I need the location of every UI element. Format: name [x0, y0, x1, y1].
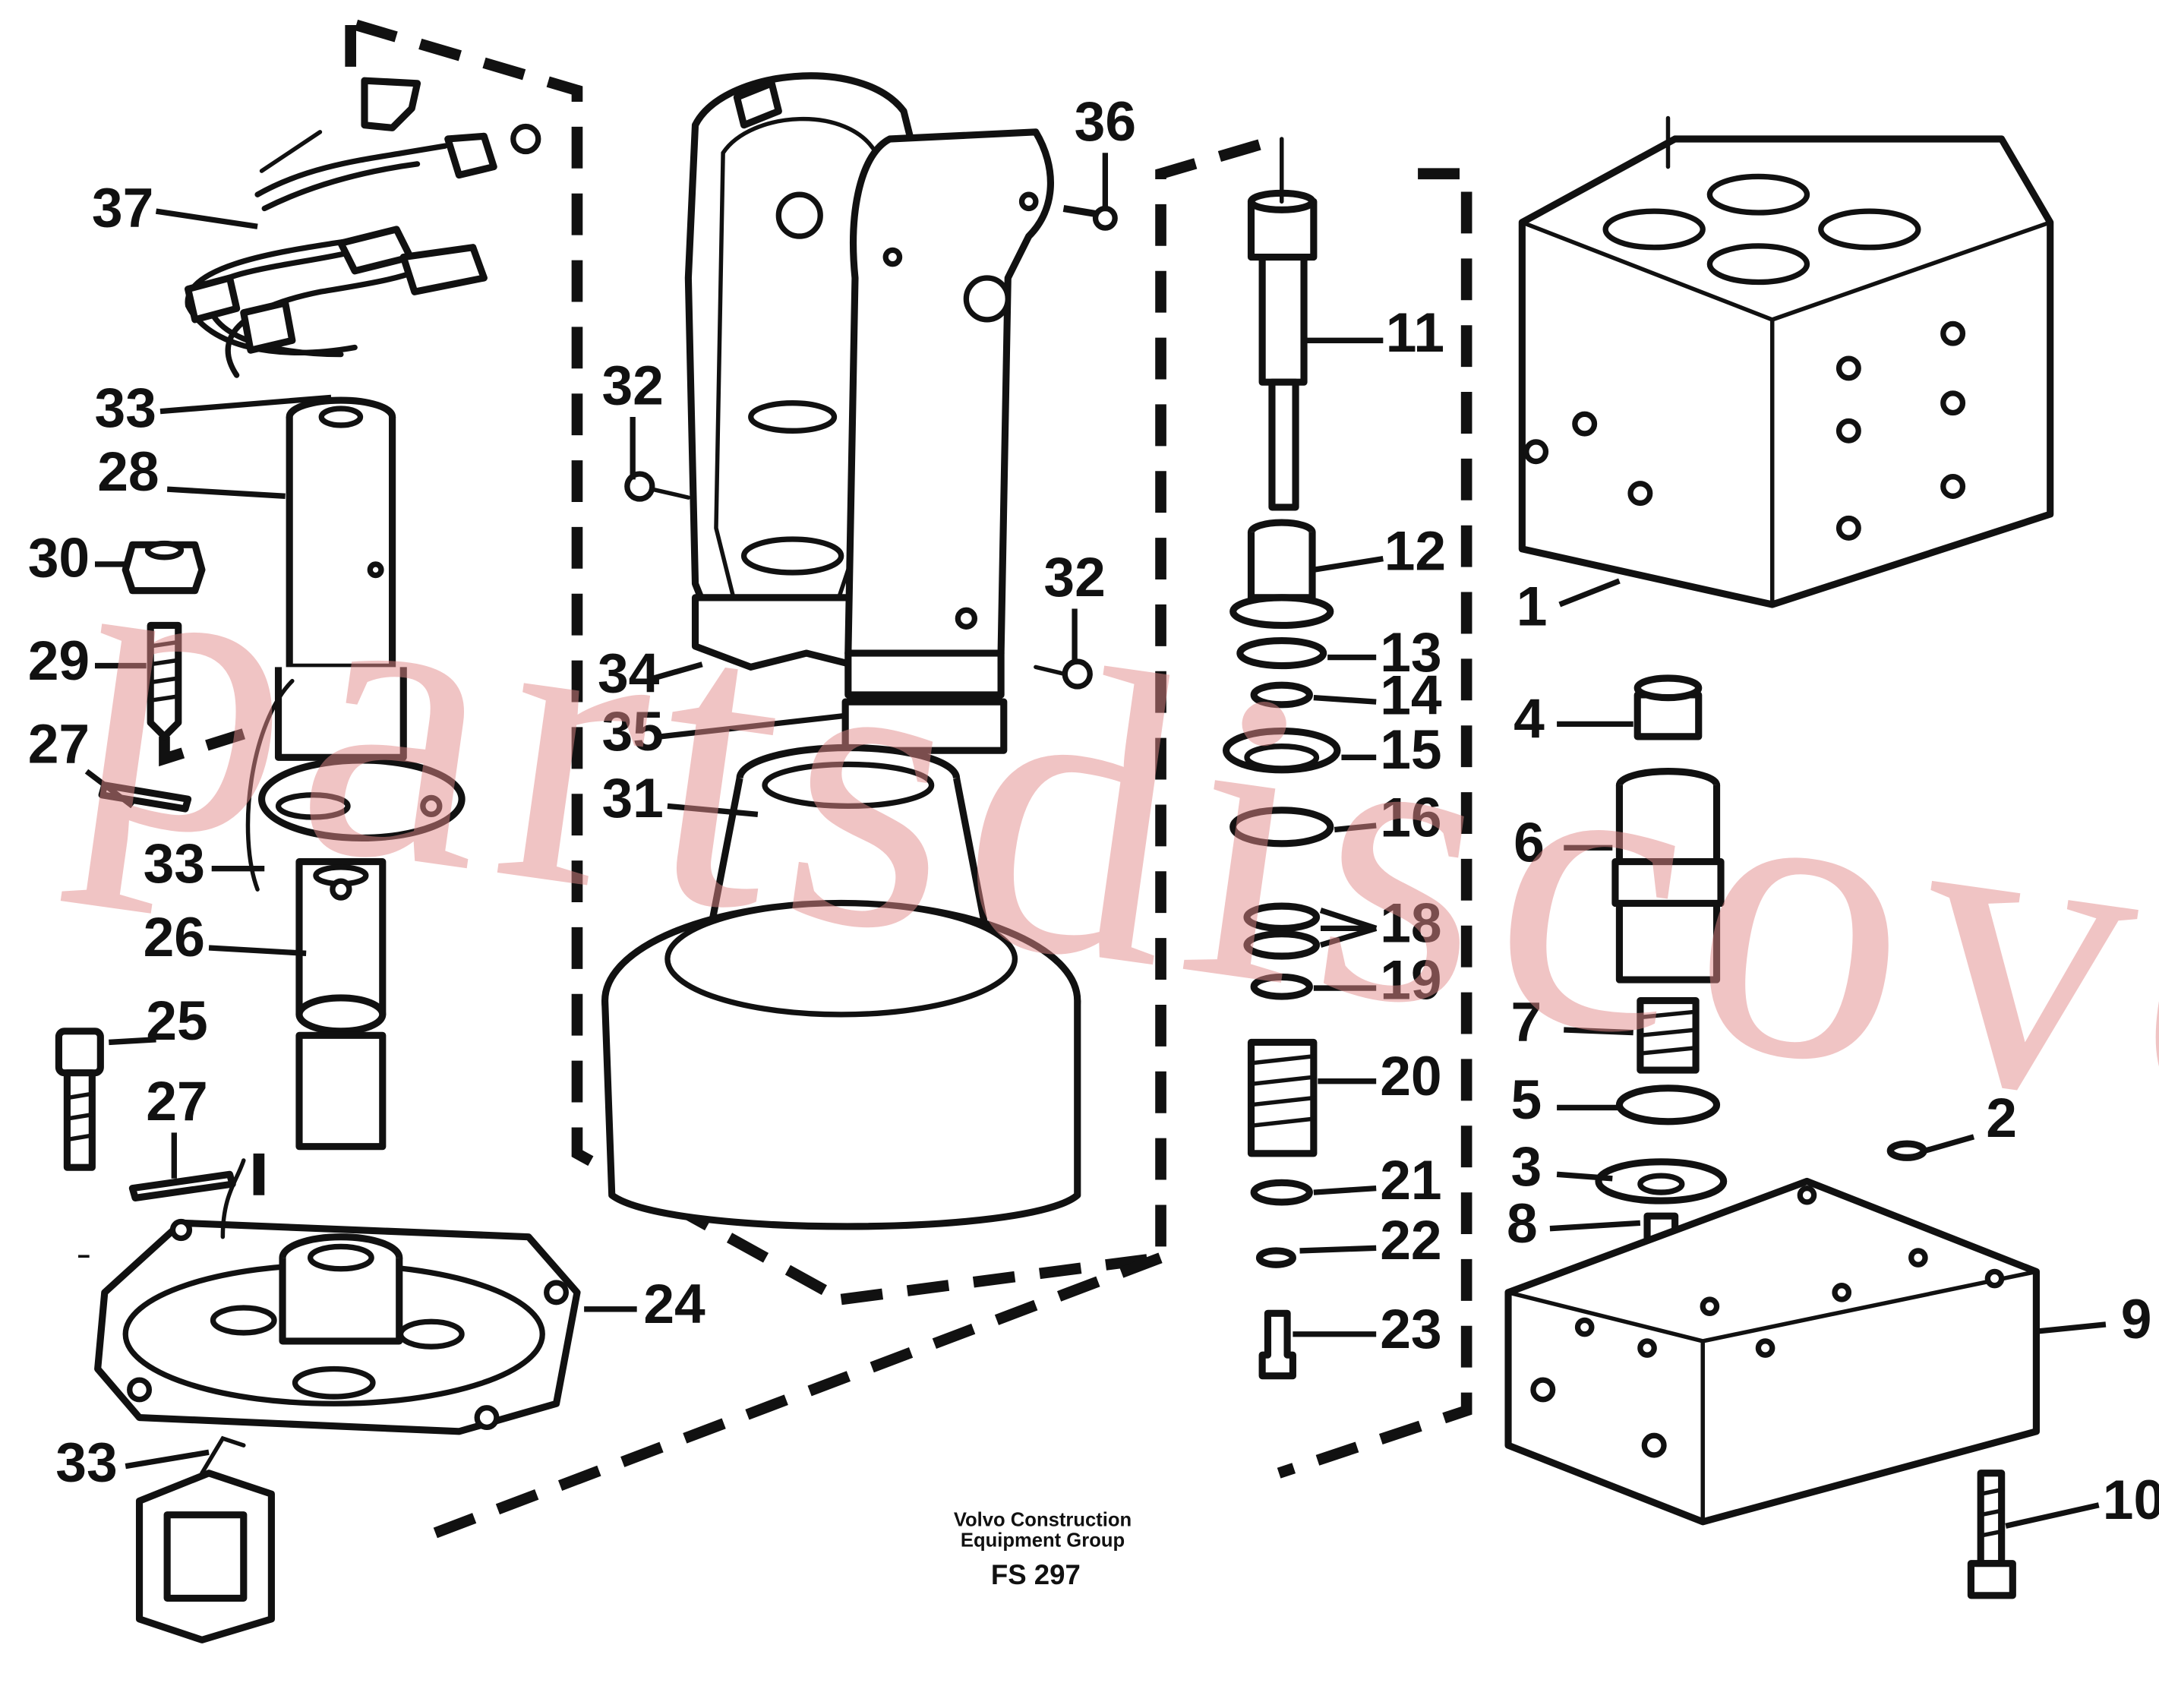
callout-layer: 3733283029273326252724333234353136321112…: [28, 90, 2159, 1531]
callout-label-20: 20: [1380, 1045, 1441, 1107]
callout-label-24: 24: [643, 1273, 705, 1335]
footer-company-line2: Equipment Group: [961, 1530, 1125, 1552]
callout-label-27: 27: [146, 1070, 207, 1132]
dashed-outlines: [78, 19, 1472, 1539]
callout-leader-16: [1334, 822, 1377, 833]
grip-35: [841, 128, 1054, 754]
callout-leader-18-branch-0: [1319, 908, 1378, 931]
callout-label-8: 8: [1507, 1192, 1538, 1255]
callout-label-3: 3: [1510, 1135, 1542, 1198]
screw-32a: [624, 471, 691, 502]
callout-label-31: 31: [601, 767, 663, 829]
callout-leader-8: [1549, 1220, 1641, 1232]
bolt-10: [1967, 1470, 2016, 1599]
callout-label-18: 18: [1380, 892, 1441, 955]
callout-leader-1: [1558, 578, 1621, 608]
callout-leader-10: [2005, 1502, 2100, 1529]
callout-label-2: 2: [1986, 1087, 2017, 1149]
stud-29: [147, 621, 182, 740]
figure-code: FS 297: [991, 1559, 1081, 1590]
plunger-stack: [1222, 137, 1341, 1380]
callout-label-10: 10: [2103, 1469, 2159, 1531]
callout-label-25: 25: [146, 990, 207, 1052]
callout-label-22: 22: [1380, 1209, 1441, 1271]
screw-36: [1062, 204, 1118, 231]
callout-leader-14: [1313, 694, 1377, 705]
callout-label-4: 4: [1514, 688, 1545, 750]
callout-label-35: 35: [601, 700, 663, 762]
wiring-harness: [185, 77, 541, 378]
callout-label-33: 33: [95, 377, 156, 439]
callout-label-9: 9: [2121, 1288, 2152, 1350]
pin-27b: [128, 1170, 236, 1201]
footer-company-line1: Volvo Construction: [954, 1509, 1132, 1530]
callout-leader-22: [1299, 1245, 1377, 1254]
screw-32b: [1034, 658, 1093, 690]
pin-27: [98, 781, 192, 813]
callout-label-15: 15: [1380, 718, 1441, 781]
callout-leader-21: [1313, 1185, 1377, 1195]
callout-label-19: 19: [1380, 949, 1441, 1012]
callout-leader-33: [125, 1449, 210, 1470]
callout-label-33: 33: [144, 832, 205, 895]
callout-label-1: 1: [1517, 575, 1548, 637]
callout-leader-33: [159, 394, 332, 415]
callout-label-33: 33: [55, 1432, 117, 1494]
callout-label-27: 27: [28, 713, 90, 775]
callout-label-23: 23: [1380, 1298, 1441, 1360]
tube-28: [245, 396, 466, 892]
boot-31: [601, 744, 1081, 1230]
callout-leader-31: [667, 803, 759, 817]
callout-label-26: 26: [144, 906, 205, 968]
callout-label-32: 32: [1043, 546, 1105, 608]
callout-label-6: 6: [1514, 812, 1545, 874]
valve-block-1: [1518, 135, 2054, 608]
callout-label-5: 5: [1510, 1069, 1542, 1131]
callout-leader-12: [1313, 556, 1384, 573]
connector-33: [135, 1435, 275, 1643]
callout-label-29: 29: [28, 630, 90, 692]
base-plate-24: [94, 1158, 581, 1435]
universal-joint-26: [295, 857, 387, 1151]
callout-leader-9: [2036, 1321, 2107, 1334]
callout-leader-26: [208, 945, 307, 956]
callout-leader-27: [84, 769, 134, 809]
callout-label-37: 37: [92, 176, 153, 238]
callout-label-13: 13: [1380, 621, 1441, 684]
callout-leader-35: [660, 712, 846, 740]
callout-label-11: 11: [1386, 302, 1444, 364]
callout-label-14: 14: [1380, 665, 1442, 727]
callout-label-21: 21: [1380, 1149, 1441, 1211]
callout-label-7: 7: [1510, 991, 1542, 1053]
callout-leader-7: [1564, 1027, 1633, 1036]
callout-leader-28: [166, 486, 286, 499]
callout-leader-3: [1556, 1171, 1613, 1182]
callout-leader-34: [652, 661, 703, 681]
callout-label-34: 34: [598, 642, 660, 704]
callout-label-28: 28: [97, 440, 159, 503]
callout-label-30: 30: [28, 526, 90, 589]
callout-label-32: 32: [601, 355, 663, 417]
callout-leader-2: [1924, 1134, 1975, 1154]
screw-25: [55, 1028, 104, 1171]
nut-30: [122, 540, 206, 595]
callout-leader-25: [109, 1037, 156, 1046]
callout-label-16: 16: [1380, 787, 1441, 849]
callout-label-12: 12: [1384, 519, 1446, 582]
callout-leader-18-branch-1: [1319, 925, 1378, 948]
callout-label-36: 36: [1075, 90, 1136, 153]
callout-leader-37: [155, 208, 258, 229]
cover-9: [1504, 1177, 2040, 1526]
